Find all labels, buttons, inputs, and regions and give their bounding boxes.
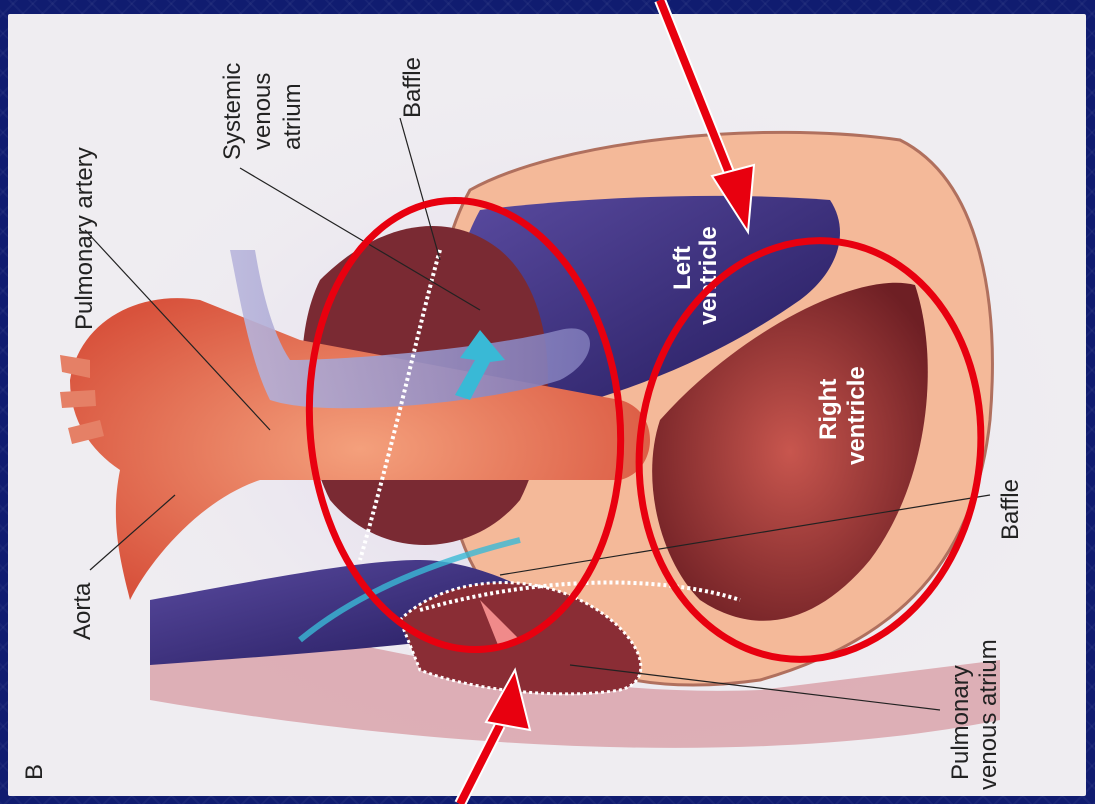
- label-left-ventricle-line2: ventricle: [695, 226, 722, 325]
- label-right-ventricle-line1: Right: [815, 379, 842, 440]
- label-baffle-top: Baffle: [399, 57, 426, 118]
- label-baffle-right: Baffle: [997, 479, 1024, 540]
- label-systemic-line2: venous: [249, 73, 276, 150]
- label-right-ventricle-line2: ventricle: [843, 366, 870, 465]
- label-systemic-line3: atrium: [279, 83, 306, 150]
- label-aorta: Aorta: [69, 582, 96, 640]
- label-left-ventricle-line1: Left: [669, 246, 696, 290]
- label-systemic-line1: Systemic: [219, 63, 246, 160]
- label-pulmonary-venous-line1: Pulmonary: [947, 665, 974, 780]
- label-pulmonary-artery: Pulmonary artery: [71, 147, 98, 330]
- label-pulmonary-venous-line2: venous atrium: [975, 639, 1002, 790]
- panel-letter: B: [21, 764, 48, 780]
